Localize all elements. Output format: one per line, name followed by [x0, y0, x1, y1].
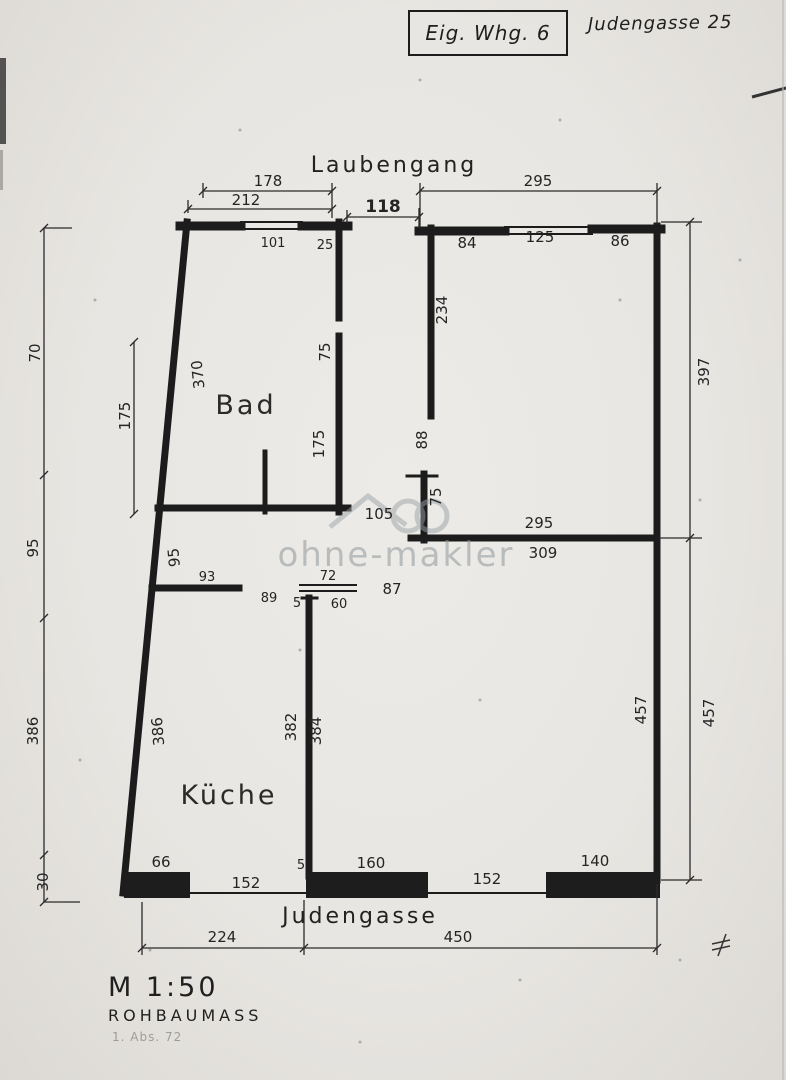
dim-152-a: 152: [232, 874, 261, 892]
dim-86: 86: [610, 232, 629, 250]
dim-93: 93: [199, 570, 216, 585]
dim-224: 224: [208, 928, 237, 946]
dim-5-bottom: 5: [297, 858, 305, 873]
dim-95-slant: 95: [164, 547, 184, 568]
floorplan-walls: [119, 218, 666, 898]
dim-370: 370: [188, 359, 209, 389]
dim-75-bad: 75: [316, 342, 334, 361]
dim-397: 397: [695, 358, 713, 387]
dim-70: 70: [26, 343, 44, 362]
dim-95-left: 95: [24, 538, 42, 557]
dim-75-mid: 75: [427, 487, 445, 506]
dim-175-bad: 175: [310, 430, 328, 459]
dim-118: 118: [365, 197, 401, 217]
dim-30: 30: [34, 872, 52, 891]
street-bottom-label: Judengasse: [280, 904, 438, 929]
house-link-icon: [328, 492, 450, 534]
scale-label: M 1:50: [108, 972, 219, 1003]
dim-457-inside: 457: [632, 696, 650, 725]
dim-457-outside: 457: [700, 699, 718, 728]
dim-178: 178: [254, 172, 283, 190]
dimension-labels-horizontal: 178 212 295 118 101 25 84 125 86 105 295…: [151, 172, 629, 946]
dim-386-slant: 386: [148, 716, 168, 746]
dim-152-b: 152: [473, 870, 502, 888]
dim-89: 89: [261, 591, 278, 606]
dimension-ticks: [39, 186, 695, 953]
dim-295-top: 295: [524, 172, 553, 190]
dim-84: 84: [457, 234, 476, 252]
watermark: ohne-makler: [277, 492, 514, 575]
dim-309: 309: [529, 544, 558, 562]
dim-450: 450: [444, 928, 473, 946]
dim-105: 105: [365, 505, 394, 523]
dimension-lines: [39, 183, 702, 955]
dim-66: 66: [151, 853, 170, 871]
room-label-bad: Bad: [215, 390, 276, 421]
dimension-labels-vertical: 234 75 370 175 175 88 397 70 95 95 75 45…: [24, 296, 718, 892]
unit-title-box: Eig. Whg. 6: [408, 10, 568, 56]
dim-384: 384: [307, 717, 325, 746]
dim-234: 234: [433, 296, 451, 325]
dim-295-mid: 295: [525, 514, 554, 532]
dim-140: 140: [581, 852, 610, 870]
room-labels: Bad Küche: [180, 390, 277, 811]
dim-386-left: 386: [24, 717, 42, 746]
dim-5-mid: 5: [293, 596, 301, 611]
dim-101: 101: [261, 236, 286, 251]
dim-160: 160: [357, 854, 386, 872]
dim-60: 60: [331, 597, 348, 612]
dim-88: 88: [413, 430, 431, 449]
unit-title: Eig. Whg. 6: [425, 21, 551, 45]
watermark-text: ohne-makler: [277, 535, 514, 575]
dim-125: 125: [526, 228, 555, 246]
dim-175-left: 175: [116, 402, 134, 431]
street-top-label: Laubengang: [311, 153, 477, 178]
rohbaumass-label: ROHBAUMASS: [108, 1006, 263, 1025]
dim-382: 382: [282, 713, 300, 742]
room-label-kueche: Küche: [180, 780, 277, 811]
dim-87: 87: [382, 580, 401, 598]
dim-25: 25: [317, 238, 334, 253]
wall-left-slanted: [119, 218, 191, 897]
dim-72: 72: [320, 569, 337, 584]
street-labels: Laubengang Judengasse: [280, 153, 477, 929]
dim-212: 212: [232, 191, 261, 209]
faint-note: 1. Abs. 72: [112, 1030, 183, 1044]
